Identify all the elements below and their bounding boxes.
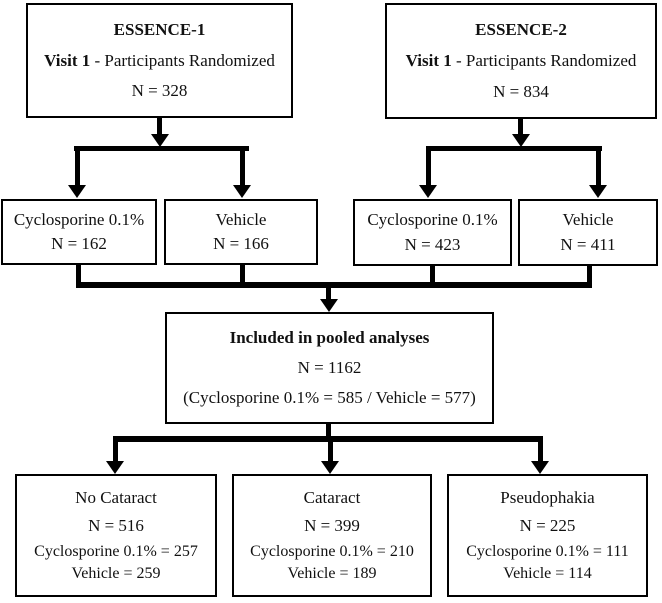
cataract-title: Cataract — [303, 488, 361, 508]
arrowhead-e2-vehicle — [589, 185, 607, 198]
cataract-breakdown: Cyclosporine 0.1% = 210 Vehicle = 189 — [250, 543, 414, 583]
connector-e2-cyclosporine-down — [430, 265, 435, 283]
no-cataract-breakdown: Cyclosporine 0.1% = 257 Vehicle = 259 — [34, 543, 198, 583]
connector-e1-vehicle-down — [240, 264, 245, 283]
connector-e2-cyclosporine-drop — [426, 151, 431, 185]
essence2-visit-line: Visit 1 - Participants Randomized — [406, 51, 637, 71]
essence1-title: ESSENCE-1 — [113, 20, 206, 40]
box-e1-vehicle: Vehicle N = 166 — [164, 199, 318, 265]
connector-pooled-stem — [326, 288, 331, 300]
arrowhead-e1-vehicle — [233, 185, 251, 198]
essence2-n-value: N = 834 — [493, 82, 549, 102]
no-cataract-vehicle: Vehicle = 259 — [71, 564, 161, 582]
cataract-n: N = 399 — [304, 515, 360, 535]
box-essence1: ESSENCE-1 Visit 1 - Participants Randomi… — [26, 3, 293, 118]
box-essence2: ESSENCE-2 Visit 1 - Participants Randomi… — [385, 3, 657, 119]
connector-cataract-drop — [328, 442, 333, 462]
e2-cyclosporine-n: N = 423 — [404, 235, 461, 255]
box-no-cataract: No Cataract N = 516 Cyclosporine 0.1% = … — [15, 474, 217, 597]
connector-pseudophakia-drop — [538, 442, 543, 462]
connector-e1-cyclosporine-drop — [75, 151, 80, 185]
arrowhead-pooled — [320, 299, 338, 312]
e1-cyclosporine-n: N = 162 — [51, 234, 107, 254]
e2-cyclosporine-title: Cyclosporine 0.1% — [367, 210, 498, 230]
box-e1-cyclosporine: Cyclosporine 0.1% N = 162 — [1, 199, 157, 265]
essence2-visit-rest: - Participants Randomized — [451, 51, 637, 71]
e1-vehicle-n: N = 166 — [213, 234, 269, 254]
pooled-title: Included in pooled analyses — [229, 328, 430, 348]
box-e2-vehicle: Vehicle N = 411 — [518, 199, 658, 266]
connector-bottom-split-bar — [113, 436, 543, 442]
no-cataract-n: N = 516 — [88, 515, 144, 535]
arrowhead-pseudophakia — [531, 461, 549, 474]
connector-pooled-collector-bar — [76, 282, 592, 288]
pseudophakia-vehicle: Vehicle = 114 — [503, 564, 592, 582]
essence1-n-value: N = 328 — [131, 81, 188, 101]
connector-essence1-split-bar — [74, 146, 249, 151]
e1-cyclosporine-title: Cyclosporine 0.1% — [13, 209, 145, 229]
connector-essence2-split-bar — [426, 146, 602, 151]
pooled-breakdown: (Cyclosporine 0.1% = 585 / Vehicle = 577… — [183, 388, 476, 408]
box-pseudophakia: Pseudophakia N = 225 Cyclosporine 0.1% =… — [447, 474, 648, 597]
cataract-cyclosporine: Cyclosporine 0.1% = 210 — [250, 543, 414, 561]
connector-e2-vehicle-drop — [596, 151, 601, 185]
e1-vehicle-title: Vehicle — [215, 209, 267, 229]
connector-essence1-stem — [157, 118, 162, 136]
arrowhead-cataract — [321, 461, 339, 474]
essence1-visit-rest: - Participants Randomized — [90, 50, 275, 70]
essence1-visit-label: Visit 1 — [44, 50, 91, 70]
arrowhead-essence1-stem — [151, 134, 169, 147]
essence1-visit-line: Visit 1 - Participants Randomized — [44, 51, 275, 71]
arrowhead-essence2-stem — [512, 134, 530, 147]
connector-pooled-down — [326, 424, 331, 437]
connector-no-cataract-drop — [113, 442, 118, 462]
no-cataract-title: No Cataract — [75, 488, 157, 508]
connector-e1-vehicle-drop — [240, 151, 245, 185]
arrowhead-e2-cyclosporine — [419, 185, 437, 198]
no-cataract-cyclosporine: Cyclosporine 0.1% = 257 — [34, 543, 198, 561]
arrowhead-e1-cyclosporine — [68, 185, 86, 198]
connector-e2-vehicle-down — [587, 265, 592, 283]
box-cataract: Cataract N = 399 Cyclosporine 0.1% = 210… — [232, 474, 432, 597]
essence2-visit-label: Visit 1 — [405, 51, 452, 71]
pseudophakia-title: Pseudophakia — [500, 488, 595, 508]
pseudophakia-cyclosporine: Cyclosporine 0.1% = 111 — [466, 543, 629, 561]
connector-e1-cyclosporine-down — [76, 264, 81, 283]
e2-vehicle-title: Vehicle — [562, 210, 614, 230]
connector-essence2-stem — [518, 119, 523, 136]
e2-vehicle-n: N = 411 — [560, 235, 616, 255]
pooled-n: N = 1162 — [297, 358, 362, 378]
pseudophakia-breakdown: Cyclosporine 0.1% = 111 Vehicle = 114 — [466, 543, 628, 583]
essence2-title: ESSENCE-2 — [475, 20, 567, 40]
pseudophakia-n: N = 225 — [519, 515, 576, 535]
arrowhead-no-cataract — [106, 461, 124, 474]
box-e2-cyclosporine: Cyclosporine 0.1% N = 423 — [353, 199, 512, 266]
box-pooled-analyses: Included in pooled analyses N = 1162 (Cy… — [165, 312, 494, 424]
cataract-vehicle: Vehicle = 189 — [287, 564, 377, 582]
